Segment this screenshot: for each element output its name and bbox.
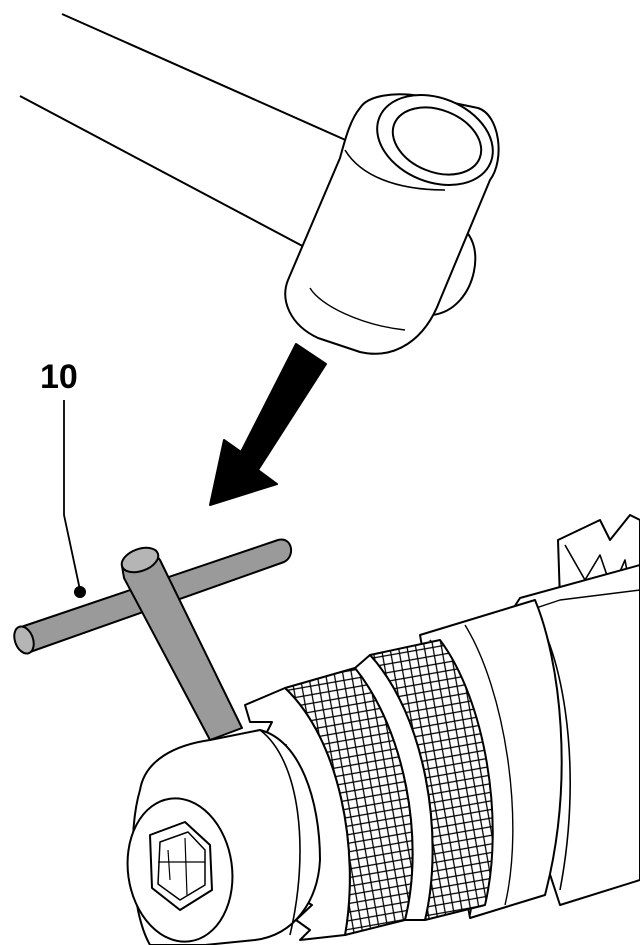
mallet-icon [19,13,500,355]
drill-chuck-icon [126,729,321,945]
callout-10: 10 [40,358,86,598]
chuck-key-icon [13,538,293,741]
callout-leader [63,400,81,591]
strike-arrow-icon [209,343,327,506]
chuck-sleeve [244,639,494,941]
callout-label: 10 [40,358,78,396]
callout-dot [74,586,86,598]
hex-socket [149,821,213,911]
mallet-face-inner [391,106,483,176]
mallet-handle [19,13,351,251]
